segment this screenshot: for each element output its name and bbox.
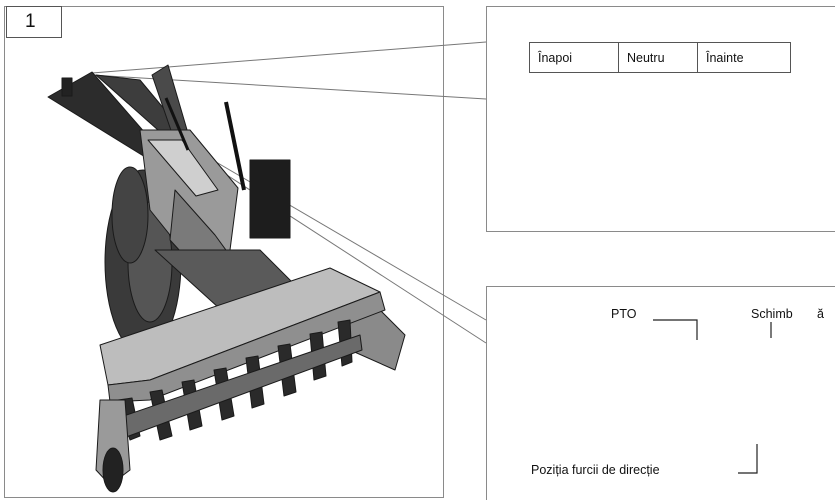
machine-illustration xyxy=(48,65,405,492)
